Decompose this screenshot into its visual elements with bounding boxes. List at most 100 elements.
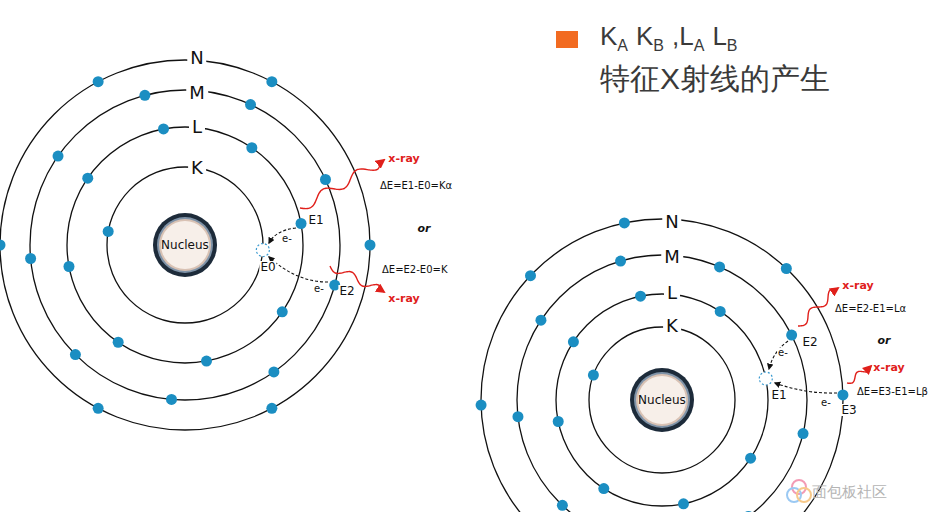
electron-dot xyxy=(158,123,169,134)
electron-dot xyxy=(277,306,288,317)
nucleus-ring xyxy=(634,372,690,428)
nucleus: Nucleus xyxy=(152,212,218,278)
electron-dot xyxy=(93,76,104,87)
electron-vacancy xyxy=(759,372,772,385)
line-subscript: A xyxy=(694,37,705,54)
electron-dot xyxy=(365,240,376,251)
atom xyxy=(476,217,849,512)
xray-label: x-ray xyxy=(388,293,419,304)
nucleus-ring xyxy=(157,217,213,273)
electron-dot xyxy=(103,226,114,237)
energy-level: E2 xyxy=(338,285,355,297)
nucleus-text-box: Nucleus xyxy=(152,212,218,278)
watermark: 面包板社区 xyxy=(812,485,887,500)
electron-dot xyxy=(166,394,177,405)
electron-transition-arrow xyxy=(269,257,328,282)
watermark-icon-ring xyxy=(792,480,806,494)
line-subscript: B xyxy=(653,37,664,54)
electron-dot xyxy=(245,99,256,110)
shell-letter: M xyxy=(661,248,683,266)
electron-dot xyxy=(786,330,797,341)
electron-dot xyxy=(266,403,277,414)
xray-label: x-ray xyxy=(842,280,873,291)
electron-dot xyxy=(53,151,64,162)
shell-letter: N xyxy=(187,49,206,67)
line-subscript: A xyxy=(617,37,628,54)
electron-dot xyxy=(201,356,212,367)
electron-dot xyxy=(745,453,756,464)
nucleus-ring xyxy=(630,368,694,432)
electron-dot xyxy=(535,315,546,326)
title-line: KAKB,LALB xyxy=(600,22,738,55)
electron-dot xyxy=(512,411,523,422)
nucleus-ring xyxy=(159,219,211,271)
line-letter: L xyxy=(712,21,726,51)
electron-dot xyxy=(296,218,307,229)
electron-shell xyxy=(556,294,768,506)
energy-level: E3 xyxy=(840,404,857,416)
energy-equation: ΔE=E3-E1=Lβ xyxy=(857,387,928,397)
energy-equation: ΔE=E2-E0=K xyxy=(382,265,447,275)
shell-letter: M xyxy=(186,84,208,102)
title-bullet xyxy=(556,31,578,48)
energy-level: E2 xyxy=(801,336,818,348)
watermark-icon xyxy=(787,480,811,502)
line-subscript: B xyxy=(727,37,738,54)
electron-shell xyxy=(0,60,370,430)
electron-dot xyxy=(635,291,646,302)
electron-dot xyxy=(246,142,257,153)
nucleus-text-box: Nucleus xyxy=(629,367,695,433)
electron-dot xyxy=(743,511,754,512)
energy-level: E0 xyxy=(259,261,276,273)
nucleus: Nucleus xyxy=(629,367,695,433)
xray-label: x-ray xyxy=(388,153,419,164)
electron-dot xyxy=(715,306,726,317)
xray-label: x-ray xyxy=(873,362,904,373)
electron-dot xyxy=(557,500,568,511)
electron-dot xyxy=(266,76,277,87)
nucleus-ring xyxy=(636,374,688,426)
shell-letter: L xyxy=(664,284,680,302)
electron-label: e- xyxy=(281,234,293,244)
electron-shell xyxy=(481,219,843,512)
electron-dot xyxy=(93,403,104,414)
electron-shell xyxy=(589,327,735,473)
electron-dot xyxy=(678,498,689,509)
energy-equation: ΔE=E2-E1=Lα xyxy=(835,304,906,314)
electron-dot xyxy=(781,263,792,274)
electron-dot xyxy=(598,483,609,494)
shell-letter: K xyxy=(663,317,681,335)
electron-label: e- xyxy=(820,398,832,408)
electron-transition-arrow xyxy=(269,228,296,243)
xray-photon xyxy=(847,366,871,383)
electron-shell xyxy=(517,255,807,512)
electron-dot xyxy=(268,366,279,377)
electron-dot xyxy=(113,337,124,348)
electron-dot xyxy=(63,261,74,272)
electron-shell xyxy=(30,90,340,400)
or-label: or xyxy=(418,223,431,234)
nucleus-ring xyxy=(153,213,217,277)
line-letter: K xyxy=(600,21,617,51)
electron-dot xyxy=(70,349,81,360)
xray-photon xyxy=(300,160,384,209)
electron-dot xyxy=(476,400,487,411)
nucleus-label: Nucleus xyxy=(638,393,686,407)
electron-dot xyxy=(0,240,6,251)
electron-dot xyxy=(568,336,579,347)
electron-dot xyxy=(714,261,725,272)
electron-dot xyxy=(139,90,150,101)
electron-shell xyxy=(107,167,263,323)
title: 特征X射线的产生 xyxy=(600,62,830,95)
electron-dot xyxy=(798,428,809,439)
shell-letter: L xyxy=(189,118,205,136)
electron-label: e- xyxy=(777,348,789,358)
electron-dot xyxy=(837,389,848,400)
energy-level: E1 xyxy=(307,214,324,226)
energy-equation: ΔE=E1-E0=Kα xyxy=(380,181,452,191)
electron-transition-arrow xyxy=(769,341,788,369)
watermark-icon-ring xyxy=(797,488,811,502)
energy-level: E1 xyxy=(770,389,787,401)
electron-dot xyxy=(82,173,93,184)
electron-dot xyxy=(615,256,626,267)
